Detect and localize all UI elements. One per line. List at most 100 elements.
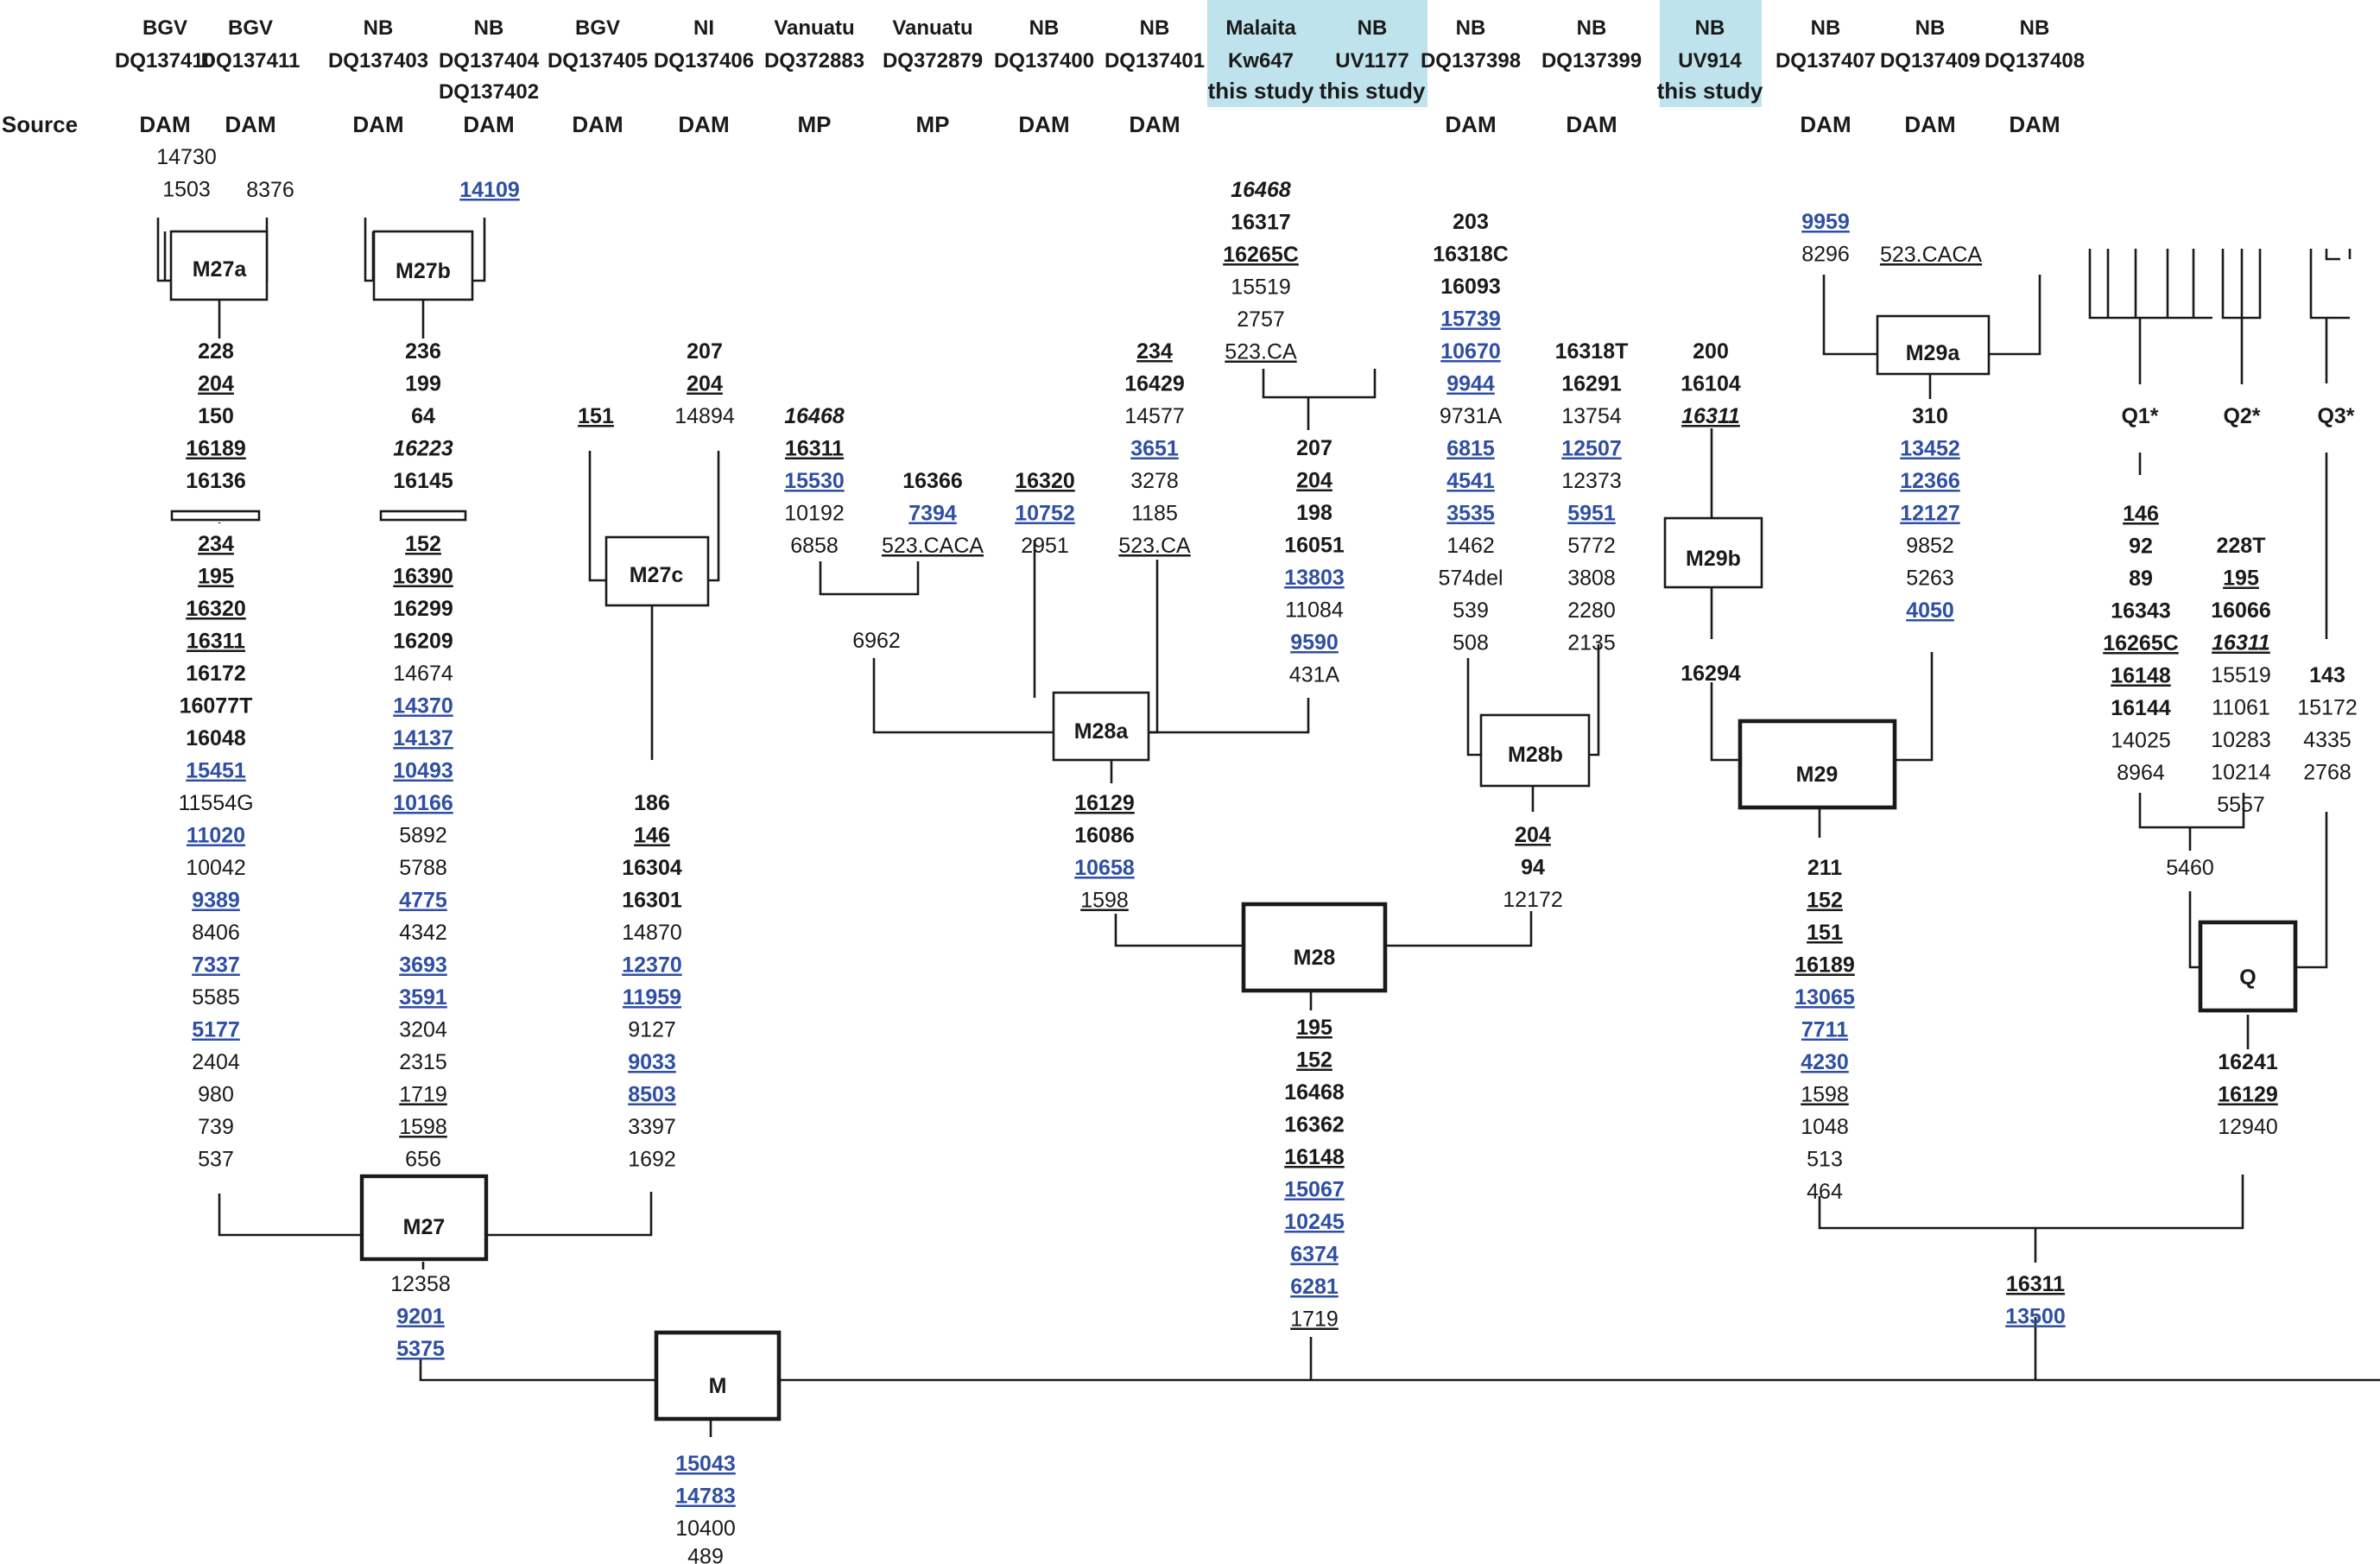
- header-accession: DQ137399: [1541, 49, 1642, 73]
- mutation-label: 4230: [1801, 1050, 1849, 1074]
- mutation-label: 523.CACA: [1880, 243, 1982, 267]
- mutation-label: 16086: [1074, 824, 1135, 848]
- header-source: DAM: [1566, 111, 1617, 137]
- mutation-label: 16144: [2111, 696, 2171, 720]
- mutation-label: 10245: [1284, 1210, 1345, 1234]
- mutation-label: 204: [198, 372, 234, 396]
- mutation-label: 2757: [1237, 307, 1285, 332]
- mutation-label: 14025: [2111, 729, 2171, 753]
- svg-text:M: M: [709, 1374, 727, 1398]
- header-accession: Kw647: [1228, 49, 1294, 73]
- mutation-label: 9127: [628, 1018, 676, 1042]
- header-source: DAM: [678, 111, 729, 137]
- mutation-label: 14730: [156, 145, 217, 169]
- mutation-label: 12358: [390, 1272, 451, 1296]
- mutation-label: 16209: [393, 630, 453, 654]
- mutation-label: 13452: [1900, 437, 1960, 461]
- mutation-label: 16311: [2006, 1272, 2065, 1296]
- header-region: NB: [1577, 16, 1607, 40]
- mutation-label: 195: [1296, 1016, 1332, 1040]
- mutation-label: 16265C: [1223, 243, 1299, 267]
- header-accession: DQ137406: [654, 49, 754, 73]
- svg-text:M27b: M27b: [396, 259, 451, 283]
- header-region: NI: [693, 16, 714, 40]
- header-source: DAM: [463, 111, 514, 137]
- header: BGVDQ137410DAMBGVDQ137411DAMNBDQ137403DA…: [2, 16, 2085, 137]
- mutation-label: 195: [198, 565, 234, 589]
- mutation-label: 204: [1515, 823, 1551, 847]
- mutation-label: 1462: [1446, 534, 1495, 558]
- mutation-label: 13065: [1794, 985, 1855, 1010]
- mutation-label: 14137: [393, 726, 453, 750]
- mutation-label: 12127: [1900, 502, 1960, 526]
- header-region: BGV: [228, 16, 273, 40]
- mutation-label: 16104: [1681, 372, 1741, 396]
- mutation-label: 16051: [1284, 534, 1345, 558]
- header-accession: UV914: [1678, 49, 1742, 73]
- mutation-label: 1598: [399, 1115, 447, 1139]
- mutation-label: 16317: [1231, 211, 1291, 235]
- header-region: Malaita: [1225, 16, 1296, 40]
- header-region: NB: [1358, 16, 1388, 40]
- mutation-label: 5375: [396, 1337, 445, 1361]
- mutation-label: 1503: [162, 178, 211, 202]
- mutation-label: 14674: [393, 662, 453, 686]
- mutation-label: 6374: [1290, 1243, 1339, 1267]
- mutation-label: 9852: [1906, 534, 1954, 558]
- node-m27: M27: [359, 1174, 489, 1262]
- mutation-label: 5460: [2166, 856, 2214, 880]
- header-accession: DQ137408: [1984, 49, 2085, 73]
- mutation-label: 13803: [1284, 566, 1345, 590]
- mutation-label: 152: [1296, 1048, 1332, 1073]
- mutation-label: 4050: [1906, 598, 1954, 623]
- header-accession: DQ372883: [764, 49, 864, 73]
- header-source: DAM: [1445, 111, 1496, 137]
- mutation-label: 198: [1296, 501, 1332, 525]
- mutation-label: 523.CA: [1225, 340, 1297, 364]
- mutation-label: 92: [2129, 535, 2153, 559]
- mutation-label: 16468: [784, 404, 845, 428]
- mutation-label: 16343: [2111, 599, 2171, 624]
- mutation-label: 1598: [1080, 889, 1129, 913]
- node-m: M: [654, 1330, 782, 1422]
- mutation-label: 234: [1136, 339, 1173, 364]
- mutation-label: 1719: [399, 1083, 447, 1107]
- mutation-label: 7394: [908, 502, 957, 526]
- mutation-label: 146: [634, 824, 670, 848]
- mutation-label: 89: [2129, 567, 2153, 591]
- mutation-label: 7711: [1801, 1018, 1848, 1042]
- mutation-label: 204: [1296, 469, 1332, 493]
- header-source: this study: [1208, 78, 1314, 104]
- header-accession: UV1177: [1335, 49, 1408, 73]
- mutation-label: 16429: [1124, 372, 1185, 396]
- mutation-label: 13754: [1561, 404, 1622, 428]
- mutation-label: 14783: [675, 1485, 736, 1509]
- mutation-label: 16390: [393, 565, 453, 589]
- mutation-label: 12370: [622, 953, 682, 978]
- mutation-label: 3278: [1130, 469, 1179, 493]
- mutation-label: 16468: [1231, 178, 1291, 202]
- header-region: NB: [1029, 16, 1060, 40]
- header-source: MP: [798, 111, 832, 137]
- mutation-label: 207: [687, 339, 723, 364]
- mutation-label: 15519: [2211, 663, 2271, 687]
- svg-text:M28a: M28a: [1074, 719, 1130, 744]
- tree-lines: [156, 218, 2380, 1437]
- mutation-label: 16311: [2212, 631, 2270, 655]
- mutation-label: 5585: [192, 985, 240, 1010]
- header-source: this study: [1657, 78, 1763, 104]
- node-m27b: M27b: [372, 230, 474, 301]
- mutation-label: 10042: [186, 856, 246, 880]
- header-region: NB: [1695, 16, 1725, 40]
- node-m29b: M29b: [1663, 516, 1763, 589]
- mutation-label: 10752: [1015, 502, 1075, 526]
- mutation-label: 186: [634, 791, 670, 815]
- mutation-label: 9731A: [1440, 404, 1503, 428]
- highlight-this-study-kw647-uv1177: [1207, 0, 1427, 107]
- mutation-label: 152: [405, 532, 441, 556]
- mutation-label: 15530: [784, 469, 845, 493]
- header-accession: DQ372879: [883, 49, 983, 73]
- mutation-label: 6815: [1446, 437, 1495, 461]
- header-region: BGV: [142, 16, 187, 40]
